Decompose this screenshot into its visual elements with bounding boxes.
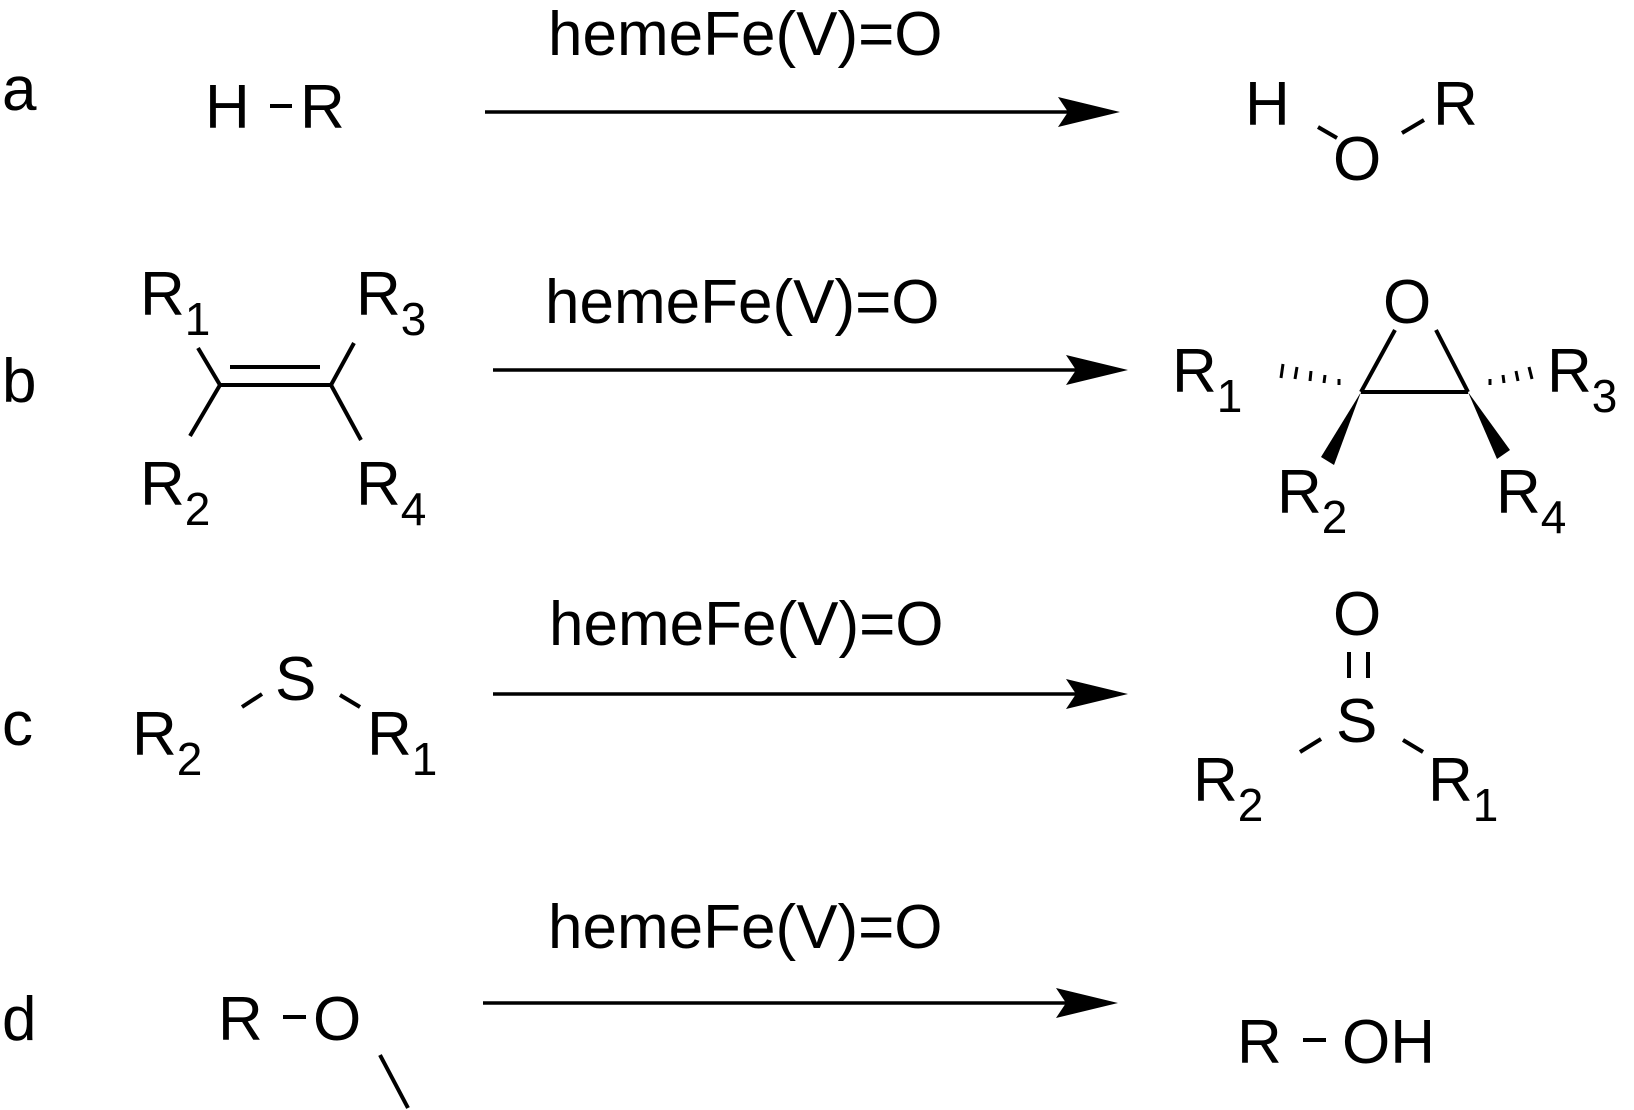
substrate-c-r1: R1 (367, 700, 437, 785)
substrate-b-r2: R2 (140, 450, 210, 535)
product-d-hydroxyl: OH (1342, 1008, 1435, 1077)
substrate-d-bond-methyl (378, 1054, 410, 1109)
product-b-hash-r1 (1279, 363, 1341, 385)
reaction-c: c S R2 R1 hemeFe(V)=O O S R2 R1 (2, 580, 1498, 831)
substrate-b-bond-r3 (329, 342, 356, 386)
reagent-b: hemeFe(V)=O (545, 268, 940, 337)
product-b-r3: R3 (1547, 337, 1617, 422)
substrate-b-bond-r1 (196, 346, 222, 387)
arrow-d-head (1056, 988, 1118, 1018)
substrate-c-bond-r1 (338, 693, 362, 709)
arrow-b-head (1066, 355, 1128, 385)
product-b-bond-oc1 (1359, 329, 1397, 393)
product-c-r1: R1 (1428, 746, 1498, 831)
substrate-b-r4: R4 (356, 450, 426, 535)
substrate-b-bond-r4 (329, 384, 363, 441)
reaction-label-a: a (2, 55, 37, 124)
arrow-a-head (1058, 97, 1120, 127)
reagent-d: hemeFe(V)=O (548, 893, 943, 962)
substrate-c-r2: R2 (132, 700, 202, 785)
product-b-r1: R1 (1172, 337, 1242, 422)
reaction-d: d R O hemeFe(V)=O R OH (2, 893, 1435, 1109)
product-a-oxygen: O (1333, 125, 1381, 194)
product-c-oxygen: O (1333, 580, 1381, 649)
product-b-r2: R2 (1277, 458, 1347, 543)
substrate-a-hydrogen: H (205, 73, 250, 142)
product-b-oxygen: O (1383, 268, 1431, 337)
reagent-a: hemeFe(V)=O (548, 0, 943, 69)
substrate-b-bond-r2 (188, 383, 222, 438)
product-b-wedge-r4 (1468, 392, 1510, 459)
substrate-b-r1: R1 (140, 260, 210, 345)
product-b-bond-oc2 (1434, 329, 1470, 393)
substrate-c-sulfur: S (275, 645, 316, 714)
product-b-r4: R4 (1496, 458, 1566, 543)
product-a-r: R (1433, 70, 1478, 139)
product-b-wedge-r2 (1321, 392, 1361, 465)
product-c-r2: R2 (1193, 746, 1263, 831)
product-d-r: R (1237, 1008, 1282, 1077)
product-c-bond-r2 (1298, 737, 1323, 754)
substrate-b-r3: R3 (356, 260, 426, 345)
product-a-bond-ho (1316, 125, 1339, 140)
product-b-hash-r3 (1488, 366, 1534, 385)
product-a-hydrogen: H (1245, 70, 1290, 139)
reaction-b: b R1 R3 R2 R4 hemeFe(V)=O O (2, 260, 1617, 543)
substrate-a-r: R (300, 73, 345, 142)
product-c-bond-r1 (1401, 738, 1425, 754)
reaction-label-b: b (2, 347, 36, 416)
product-a-bond-or (1400, 118, 1426, 135)
substrate-d-oxygen: O (313, 985, 361, 1054)
reaction-a: a H R hemeFe(V)=O H O R (2, 0, 1478, 194)
reaction-label-c: c (2, 690, 33, 759)
substrate-c-bond-r2 (240, 692, 264, 709)
reagent-c: hemeFe(V)=O (549, 590, 944, 659)
product-c-sulfur: S (1336, 687, 1377, 756)
substrate-d-r: R (218, 985, 263, 1054)
arrow-c-head (1066, 679, 1128, 709)
reaction-label-d: d (2, 985, 36, 1054)
